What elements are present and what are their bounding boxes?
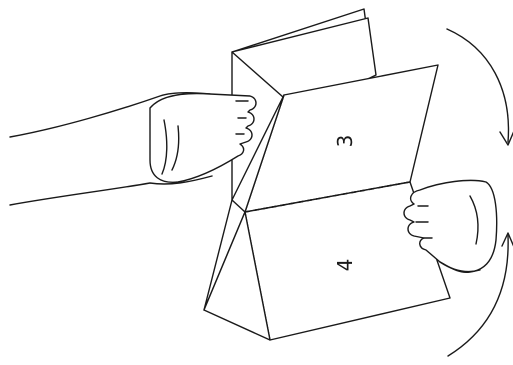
upper-curved-arrow-icon [447, 29, 513, 145]
panel-number-4: 4 [333, 259, 357, 272]
left-hand [10, 93, 256, 205]
panel-number-3: 3 [333, 135, 357, 148]
